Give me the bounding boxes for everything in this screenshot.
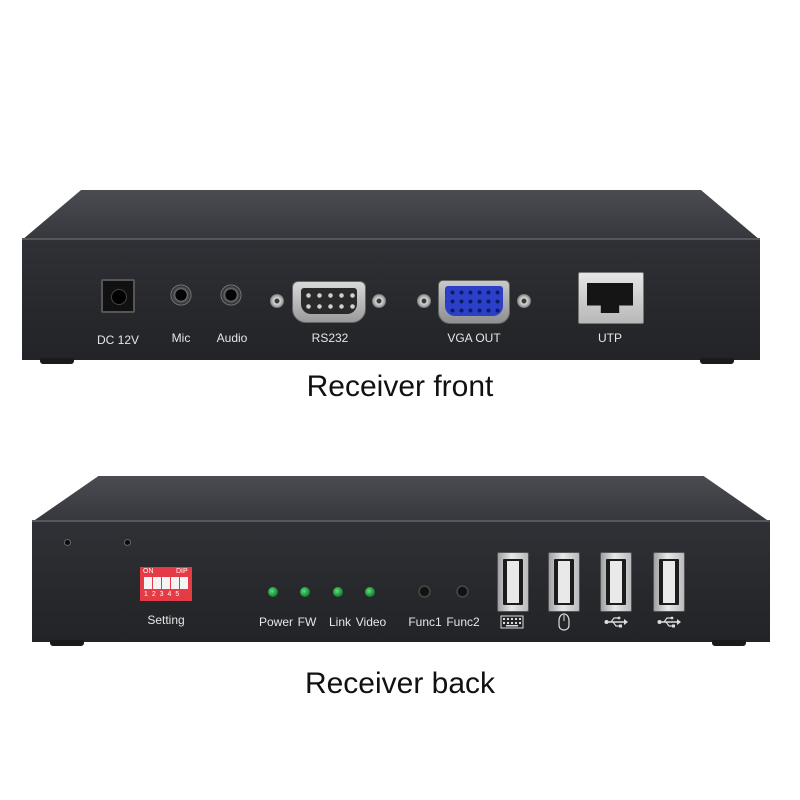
receiver-back-caption: Receiver back <box>304 667 496 700</box>
device-foot <box>50 640 84 646</box>
pinhole-1 <box>64 539 71 546</box>
link-label: Link <box>328 615 352 629</box>
usb-tongue <box>558 561 570 603</box>
usb-port-3[interactable] <box>600 552 632 612</box>
rs232-label: RS232 <box>311 331 349 345</box>
utp-rj45-port[interactable] <box>578 272 644 324</box>
device-foot <box>712 640 746 646</box>
usb-icon <box>657 616 681 628</box>
usb-tongue <box>663 561 675 603</box>
vga-out-port[interactable] <box>438 280 510 324</box>
usb-port-4[interactable] <box>653 552 685 612</box>
link-led <box>333 587 343 597</box>
func2-label: Func2 <box>446 615 480 629</box>
usb-tongue <box>507 561 519 603</box>
dip-numbers: 1 2 3 4 5 <box>144 591 181 598</box>
dip-switch-5[interactable] <box>180 577 188 589</box>
device-foot <box>700 358 734 364</box>
func1-button[interactable] <box>418 585 431 598</box>
dc-power-jack[interactable] <box>101 279 135 313</box>
func2-button[interactable] <box>456 585 469 598</box>
dip-switch[interactable]: ON DIP 1 2 3 4 5 <box>140 567 192 601</box>
audio-jack[interactable] <box>220 284 242 306</box>
device-top-face <box>22 190 760 240</box>
rj45-opening <box>587 283 633 313</box>
video-label: Video <box>355 615 387 629</box>
mic-jack[interactable] <box>170 284 192 306</box>
func1-label: Func1 <box>408 615 442 629</box>
usb-icon <box>604 616 628 628</box>
receiver-front-caption: Receiver front <box>306 370 494 403</box>
device-foot <box>40 358 74 364</box>
video-led <box>365 587 375 597</box>
power-label: Power <box>258 615 294 629</box>
rs232-screw-left <box>270 294 284 308</box>
rs232-pins <box>301 288 357 314</box>
mouse-icon <box>558 613 570 631</box>
vga-label: VGA OUT <box>447 331 501 345</box>
vga-screw-right <box>517 294 531 308</box>
usb-tongue <box>610 561 622 603</box>
audio-label: Audio <box>216 331 248 345</box>
fw-label: FW <box>297 615 317 629</box>
setting-label: Setting <box>147 613 185 627</box>
fw-led <box>300 587 310 597</box>
vga-screw-left <box>417 294 431 308</box>
usb-port-keyboard[interactable] <box>497 552 529 612</box>
dip-switch-3[interactable] <box>162 577 170 589</box>
usb-port-mouse[interactable] <box>548 552 580 612</box>
dip-switch-4[interactable] <box>171 577 179 589</box>
dip-switch-1[interactable] <box>144 577 152 589</box>
pinhole-2 <box>124 539 131 546</box>
power-led <box>268 587 278 597</box>
dip-text: DIP <box>176 568 188 575</box>
device-top-face <box>32 476 770 522</box>
dc-label: DC 12V <box>96 333 140 347</box>
rs232-screw-right <box>372 294 386 308</box>
dip-switch-2[interactable] <box>153 577 161 589</box>
mic-label: Mic <box>171 331 191 345</box>
utp-label: UTP <box>598 331 622 345</box>
dc-jack-hole <box>111 289 127 305</box>
dip-on-text: ON <box>143 568 154 575</box>
rs232-port[interactable] <box>292 281 366 323</box>
keyboard-icon <box>500 615 524 629</box>
vga-connector <box>445 286 503 316</box>
